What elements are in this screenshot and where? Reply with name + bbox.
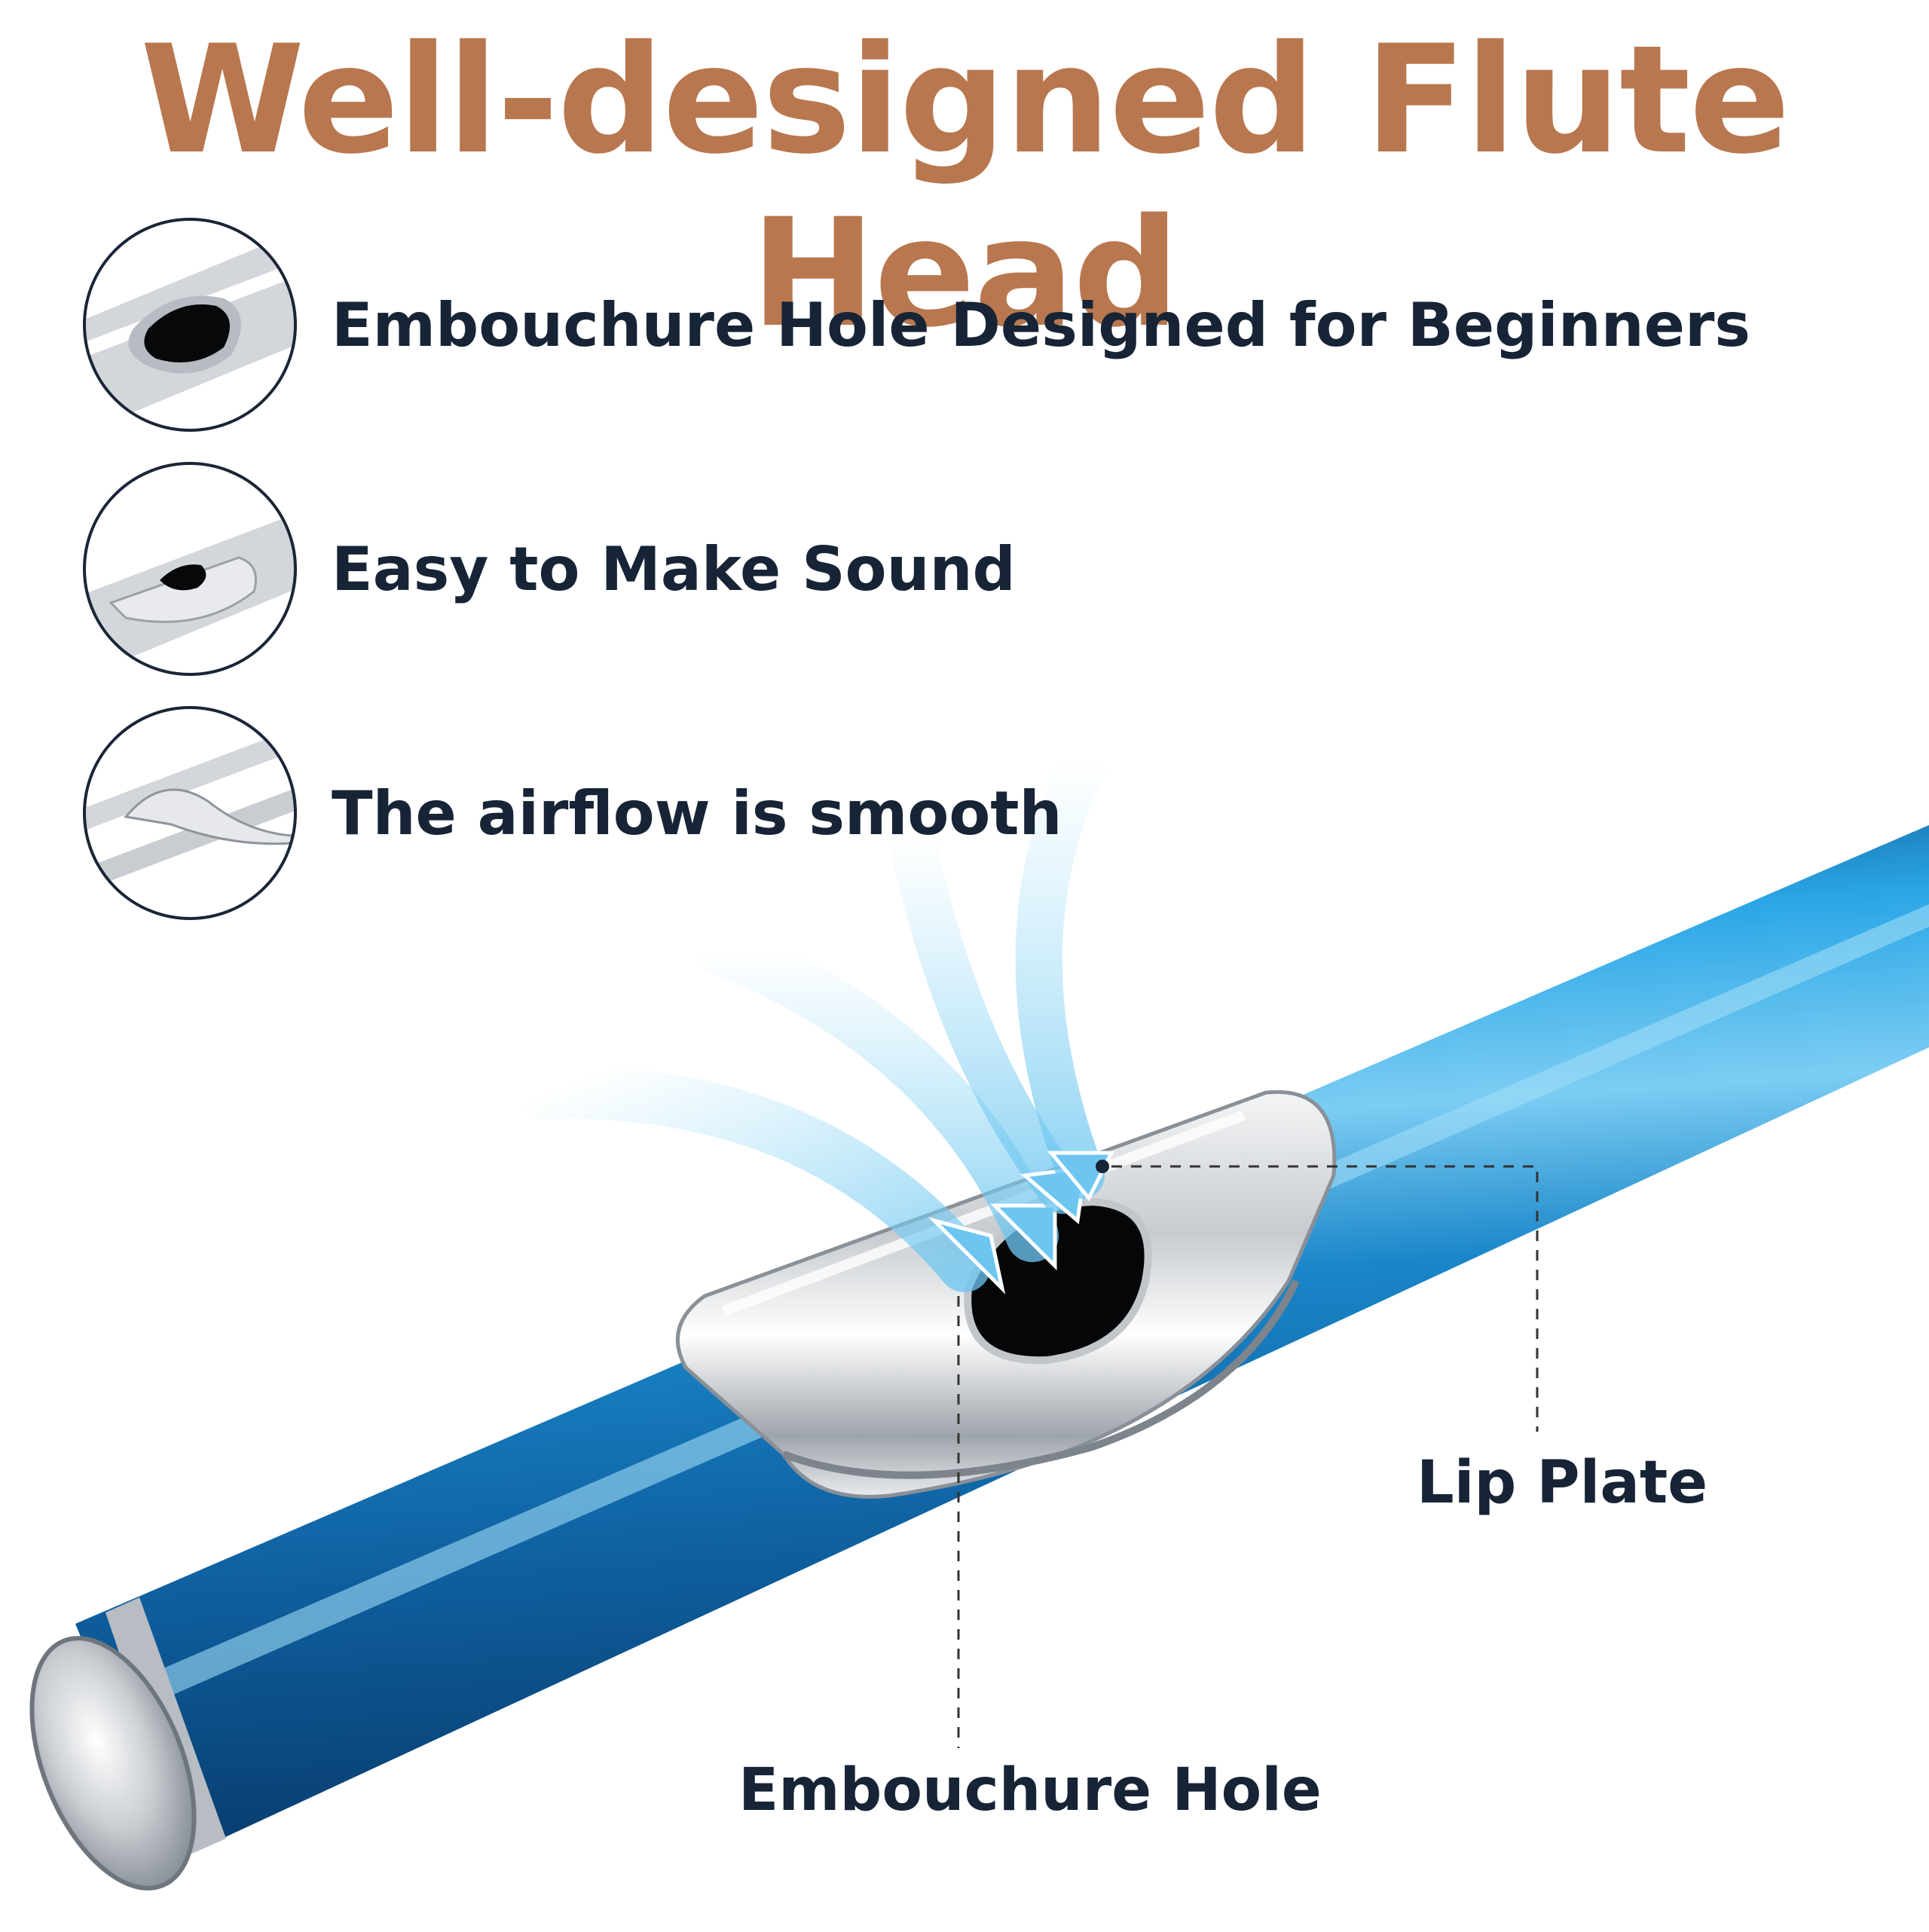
lip-plate-side-icon <box>81 460 299 678</box>
embouchure-hole-closeup-icon <box>81 216 299 434</box>
lip-plate-label: Lip Plate <box>1417 1449 1708 1517</box>
feature-text-embouchure: Embouchure Hole Designed for Beginners <box>332 290 1751 360</box>
lip-plate-leader-line <box>1096 1160 1539 1432</box>
embouchure-hole-label: Embouchure Hole <box>738 1756 1322 1824</box>
page-title: Well-designed Flute Head <box>140 13 1790 360</box>
flute-end-cap <box>29 1597 226 1891</box>
airflow-arrows <box>516 738 1115 1295</box>
lip-plate-edge-icon <box>81 704 299 922</box>
feature-text-airflow: The airflow is smooth <box>332 778 1062 848</box>
feature-text-sound: Easy to Make Sound <box>332 534 1016 604</box>
